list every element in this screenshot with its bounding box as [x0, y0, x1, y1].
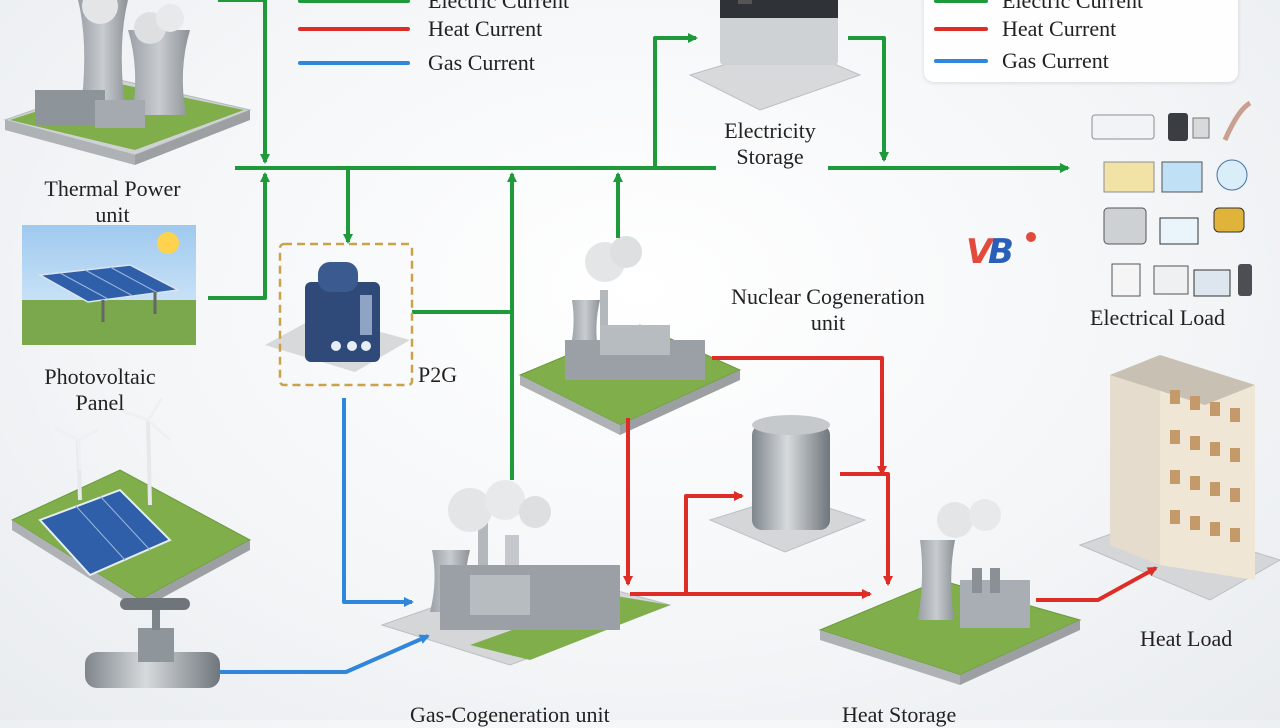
electric-flows	[208, 0, 1070, 480]
heat-flows	[623, 356, 1158, 602]
legend-heat-row: Heat Current	[288, 14, 588, 44]
thermal-power-illustration	[3, 0, 252, 165]
logo-letter-b: B	[988, 232, 1014, 272]
storage-tank-illustration	[708, 415, 867, 553]
legend-gas-row-2: Gas Current	[924, 46, 1238, 76]
flow-gas-main-to-gas-cogen	[220, 634, 430, 674]
legend-gas-row: Gas Current	[288, 48, 588, 78]
appliances-illustration	[1091, 100, 1252, 297]
legend-electric-label: Electric Current	[428, 0, 570, 13]
label-heat-storage: Heat Storage	[842, 702, 957, 727]
label-electricity-storage: Electricity Storage	[724, 118, 816, 170]
gas-flows	[220, 398, 430, 674]
flow-thermal-to-bus	[218, 0, 270, 164]
flow-p2g-to-gas-cogen	[342, 398, 414, 607]
heat-swatch	[298, 27, 410, 31]
photovoltaic-illustration	[22, 225, 196, 345]
legend-heat-row-2: Heat Current	[924, 14, 1238, 44]
electric-swatch-2	[934, 0, 988, 3]
nuclear-cogeneration-illustration	[518, 236, 742, 435]
label-thermal-power: Thermal Power unit	[44, 176, 181, 228]
label-gas-cogeneration: Gas-Cogeneration unit	[410, 702, 610, 727]
legend-gas-label: Gas Current	[428, 50, 535, 75]
brand-logo: V B	[966, 232, 1038, 280]
label-photovoltaic: Photovoltaic Panel	[44, 364, 156, 416]
legend-heat-label-2: Heat Current	[1002, 16, 1117, 41]
gas-swatch-2	[934, 59, 988, 63]
building-illustration	[1078, 355, 1280, 601]
logo-letter-v: V	[966, 232, 993, 272]
flow-battery-to-bus	[848, 36, 889, 162]
legend-heat-label: Heat Current	[428, 16, 543, 41]
p2g-illustration	[265, 262, 410, 372]
heat-storage-illustration	[818, 499, 1082, 685]
flow-tank-to-heat-storage	[840, 472, 893, 586]
flow-bus-to-battery	[653, 33, 698, 168]
label-p2g: P2G	[418, 362, 458, 387]
wind-solar-illustration	[10, 397, 252, 610]
flow-heat-storage-to-heat-load	[1036, 566, 1158, 602]
gas-cogeneration-illustration	[380, 480, 672, 666]
gas-valve-illustration	[85, 598, 220, 688]
legend-electric-row: Electric Current	[288, 0, 588, 16]
flow-pv-to-bus	[208, 172, 270, 300]
flow-nuclear-to-heat-storage	[712, 356, 887, 476]
legend-left: Electric Current Heat Current Gas Curren…	[288, 0, 588, 82]
flow-to-tank	[684, 491, 744, 594]
label-heat-load: Heat Load	[1140, 626, 1233, 651]
gas-swatch	[298, 61, 410, 65]
legend-gas-label-2: Gas Current	[1002, 48, 1109, 73]
legend-electric-row-2: Electric Current	[924, 0, 1238, 16]
heat-swatch-2	[934, 27, 988, 31]
electric-swatch	[298, 0, 410, 3]
label-nuclear: Nuclear Cogeneration unit	[731, 284, 925, 336]
p2g-frame	[278, 242, 414, 387]
legend-electric-label-2: Electric Current	[1002, 0, 1144, 13]
logo-dot	[1026, 232, 1036, 242]
legend-right: Electric Current Heat Current Gas Curren…	[924, 0, 1238, 82]
label-electrical-load: Electrical Load	[1090, 305, 1225, 330]
battery-illustration	[688, 0, 862, 111]
